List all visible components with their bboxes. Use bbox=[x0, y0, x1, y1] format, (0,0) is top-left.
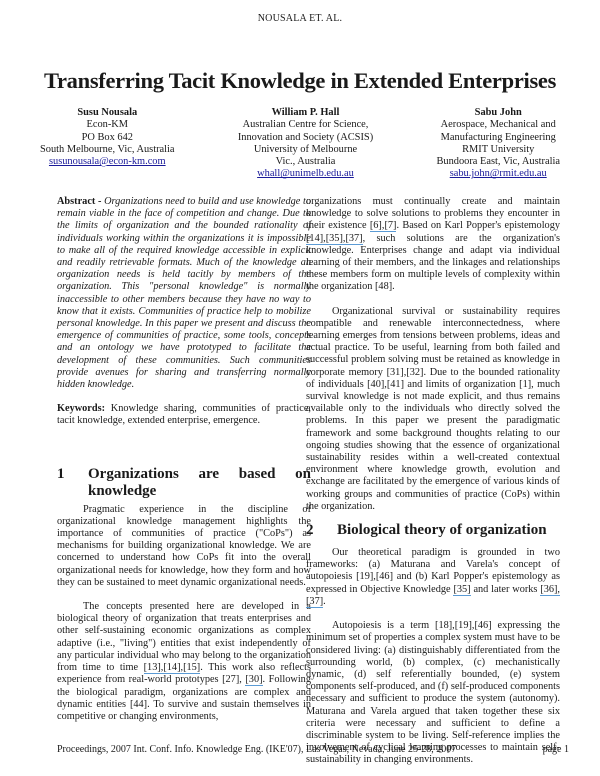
section-title: Organizations are based on knowledge bbox=[88, 465, 311, 499]
citation-link[interactable]: [30] bbox=[245, 674, 263, 687]
paragraph-text: organizations must continually create an… bbox=[306, 196, 560, 232]
citation-link[interactable]: [6],[7] bbox=[369, 220, 397, 233]
citation-link[interactable]: [35] bbox=[453, 583, 471, 596]
author-affiliation: Econ-KM bbox=[86, 119, 129, 131]
section-title: Biological theory of organization bbox=[337, 522, 547, 539]
section-number: 2 bbox=[306, 522, 314, 539]
author-affiliation: Vic., Australia bbox=[275, 156, 336, 168]
paragraph-text: , such solutions are the organization's … bbox=[306, 232, 560, 293]
paragraph-text: . This work also reflects experience fro… bbox=[57, 662, 311, 686]
page-footer: Proceedings, 2007 Int. Conf. Info. Knowl… bbox=[57, 744, 569, 755]
author-name: Susu Nousala bbox=[77, 107, 138, 118]
author-2: William P. Hall Australian Centre for Sc… bbox=[238, 107, 373, 181]
section-1-paragraph-3: organizations must continually create an… bbox=[306, 196, 560, 294]
paragraph-text: . Following the biological paradigm, org… bbox=[57, 674, 311, 722]
paper-title: Transferring Tacit Knowledge in Extended… bbox=[43, 68, 557, 93]
abstract-text: Organizations need to build and use know… bbox=[57, 196, 311, 391]
author-affiliation: Manufacturing Engineering bbox=[440, 131, 556, 143]
author-affiliation: South Melbourne, Vic, Australia bbox=[40, 143, 175, 155]
author-1: Susu Nousala Econ-KM PO Box 642 South Me… bbox=[40, 107, 175, 181]
author-affiliation: Australian Centre for Science, bbox=[242, 119, 369, 131]
author-affiliation: PO Box 642 bbox=[81, 131, 133, 143]
paragraph-text: . Based on Karl Popper's epistemology bbox=[396, 220, 560, 232]
citation-link[interactable]: [13],[14],[15] bbox=[143, 662, 201, 675]
section-1-heading: 1 Organizations are based on knowledge bbox=[57, 466, 311, 500]
author-affiliation: University of Melbourne bbox=[253, 143, 358, 155]
author-email-link[interactable]: susunousala@econ-km.com bbox=[48, 156, 166, 168]
author-affiliation: Aerospace, Mechanical and bbox=[440, 119, 556, 131]
author-affiliation: RMIT University bbox=[462, 143, 535, 155]
author-affiliation: Innovation and Society (ACSIS) bbox=[237, 131, 374, 143]
keywords: Keywords: Knowledge sharing, communities… bbox=[57, 403, 311, 427]
page-number: page 1 bbox=[542, 744, 569, 755]
paragraph-text: The concepts presented here are develope… bbox=[57, 601, 311, 674]
section-2-paragraph-1: Our theoretical paradigm is grounded in … bbox=[306, 547, 561, 608]
left-column: Abstract - Organizations need to build a… bbox=[57, 196, 311, 723]
abstract: Abstract - Organizations need to build a… bbox=[57, 196, 311, 391]
abstract-label: Abstract - bbox=[57, 196, 102, 207]
section-number: 1 bbox=[57, 465, 65, 482]
citation-link[interactable]: [14],[35],[37] bbox=[306, 232, 363, 245]
right-column: organizations must continually create an… bbox=[306, 196, 561, 767]
paragraph-text: and later works bbox=[470, 583, 541, 595]
author-email-link[interactable]: whall@unimelb.edu.au bbox=[257, 168, 354, 180]
citation-link[interactable]: [36],[37] bbox=[306, 583, 561, 608]
author-email-link[interactable]: sabu.john@rmit.edu.au bbox=[449, 168, 547, 180]
paragraph-text: Our theoretical paradigm is grounded in … bbox=[306, 547, 560, 595]
author-affiliation: Bundoora East, Vic, Australia bbox=[436, 156, 560, 168]
section-1-paragraph-2: The concepts presented here are develope… bbox=[57, 601, 311, 723]
footer-citation: Proceedings, 2007 Int. Conf. Info. Knowl… bbox=[57, 744, 457, 755]
author-block: Susu Nousala Econ-KM PO Box 642 South Me… bbox=[40, 107, 560, 181]
section-1-paragraph-1: Pragmatic experience in the discipline o… bbox=[57, 503, 311, 588]
keywords-text: Knowledge sharing, communities of practi… bbox=[57, 403, 311, 427]
section-2-paragraph-2: Autopoiesis is a term [18],[19],[46] exp… bbox=[306, 620, 560, 766]
keywords-label: Keywords: bbox=[57, 403, 106, 415]
running-head: NOUSALA ET. AL. bbox=[257, 13, 343, 24]
author-3: Sabu John Aerospace, Mechanical and Manu… bbox=[436, 107, 560, 181]
paragraph-text: . bbox=[323, 595, 326, 607]
section-2-heading: 2 Biological theory of organization bbox=[306, 522, 560, 539]
author-name: William P. Hall bbox=[271, 107, 340, 118]
section-1-paragraph-4: Organizational survival or sustainabilit… bbox=[306, 305, 560, 512]
author-name: Sabu John bbox=[474, 107, 522, 118]
